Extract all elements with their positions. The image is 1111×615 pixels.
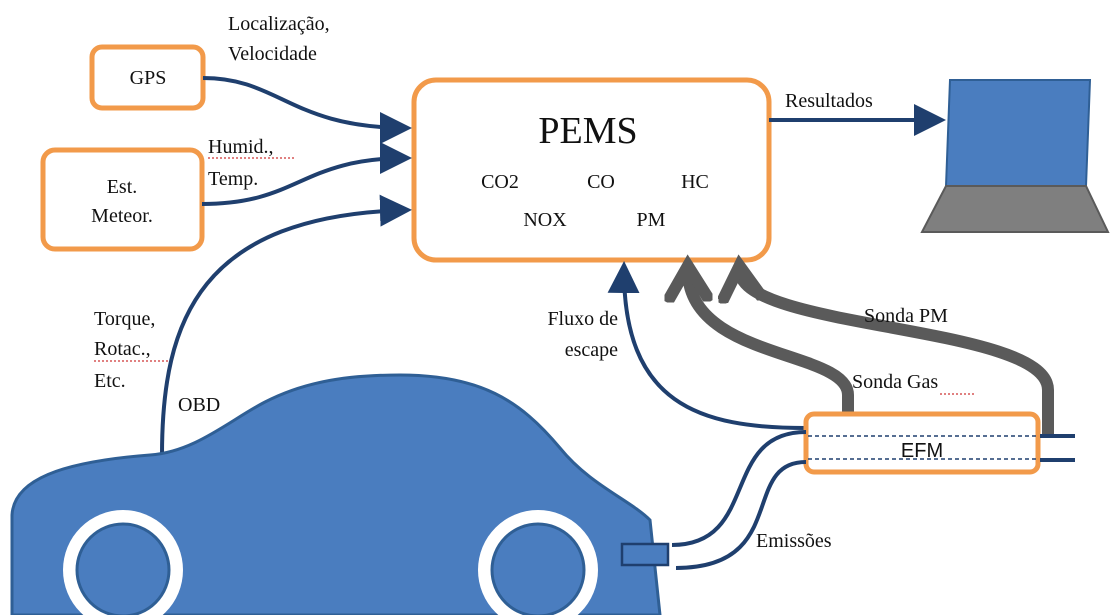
gps-output-label-line1: Localização, — [228, 13, 330, 35]
weather-station-box — [40, 147, 205, 252]
exhaust-pipe-upper — [671, 430, 807, 547]
front-wheel — [75, 522, 171, 615]
obd-label: OBD — [178, 394, 220, 416]
rear-wheel — [490, 522, 586, 615]
weather-output-label-line2: Temp. — [208, 168, 258, 190]
laptop-screen — [944, 79, 1092, 187]
exhaust-flow-arrow — [607, 261, 807, 430]
gps-to-pems-arrow — [202, 76, 412, 144]
weather-station-label-line1: Est. — [107, 176, 138, 198]
gas-probe-line — [688, 272, 854, 418]
gas-probe-label: Sonda Gas — [852, 371, 938, 393]
car-icon — [10, 373, 670, 615]
weather-to-pems-arrow — [201, 142, 412, 206]
tailpipe — [620, 542, 670, 567]
obd-signals-label-line1: Torque, — [94, 308, 155, 330]
weather-output-label-line1: Humid., — [208, 136, 274, 158]
pollutant-pm: PM — [637, 209, 666, 231]
weather-station-label-line2: Meteor. — [91, 205, 153, 227]
exhaust-flow-label-line1: Fluxo de — [547, 308, 618, 330]
gps-label: GPS — [130, 67, 167, 89]
pollutant-co: CO — [587, 171, 615, 193]
laptop-base — [920, 185, 1110, 233]
obd-to-pems-arrow — [160, 194, 412, 456]
exhaust-flow-label-line2: escape — [565, 339, 618, 361]
pollutant-hc: HC — [681, 171, 709, 193]
results-label: Resultados — [785, 90, 873, 112]
efm-label: EFM — [901, 440, 943, 462]
exhaust-pipe-lower — [675, 460, 807, 570]
laptop-icon — [920, 79, 1110, 233]
efm-box — [803, 411, 1041, 475]
pm-probe-label: Sonda PM — [864, 305, 948, 327]
pollutant-co2: CO2 — [481, 171, 519, 193]
obd-signals-label-line3: Etc. — [94, 370, 126, 392]
pollutant-nox: NOX — [523, 209, 567, 231]
obd-signals-label-line2: Rotac., — [94, 338, 151, 360]
pems-box — [411, 77, 772, 263]
pm-probe-line — [740, 272, 1054, 438]
gps-output-label-line2: Velocidade — [228, 43, 317, 65]
pems-title: PEMS — [538, 110, 637, 152]
emissions-label: Emissões — [756, 530, 832, 552]
